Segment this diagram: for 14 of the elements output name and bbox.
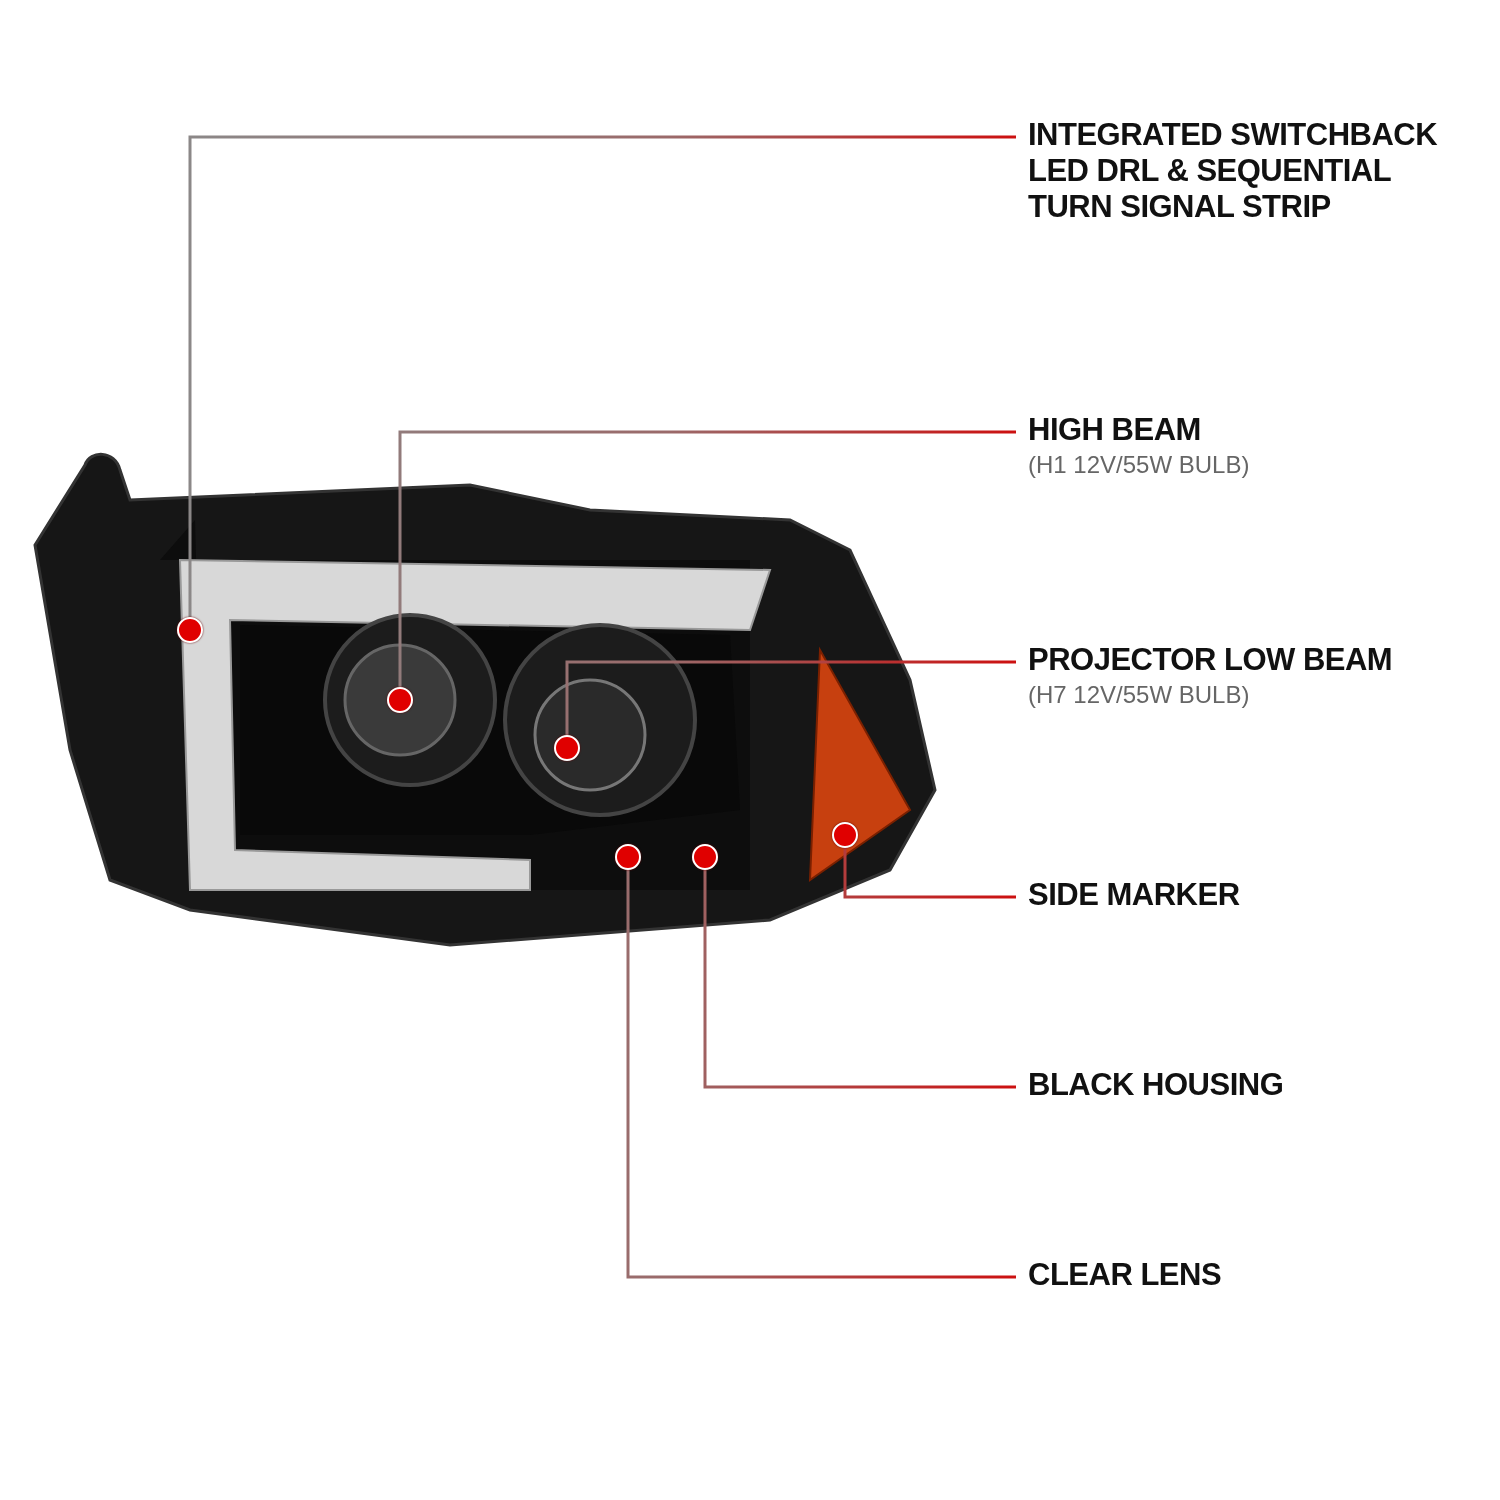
leader-line [626,870,1016,1279]
leader-line [398,430,1016,687]
leader-line [565,660,1016,735]
leader-line [188,135,1016,617]
bulb-spec: (H1 12V/55W BULB) [1028,450,1251,480]
callout-label: PROJECTOR LOW BEAM [1028,642,1394,678]
callout-label: CLEAR LENS [1028,1257,1223,1293]
callout-label: HIGH BEAM [1028,412,1202,448]
callout-label: SIDE MARKER [1028,877,1241,913]
leader-line [703,870,1016,1089]
bulb-spec: (H7 12V/55W BULB) [1028,680,1251,710]
callout-label: BLACK HOUSING [1028,1067,1285,1103]
leader-line [843,848,1016,899]
callout-label: INTEGRATED SWITCHBACK LED DRL & SEQUENTIAL TURN SIGNAL STRIP [1028,117,1439,225]
